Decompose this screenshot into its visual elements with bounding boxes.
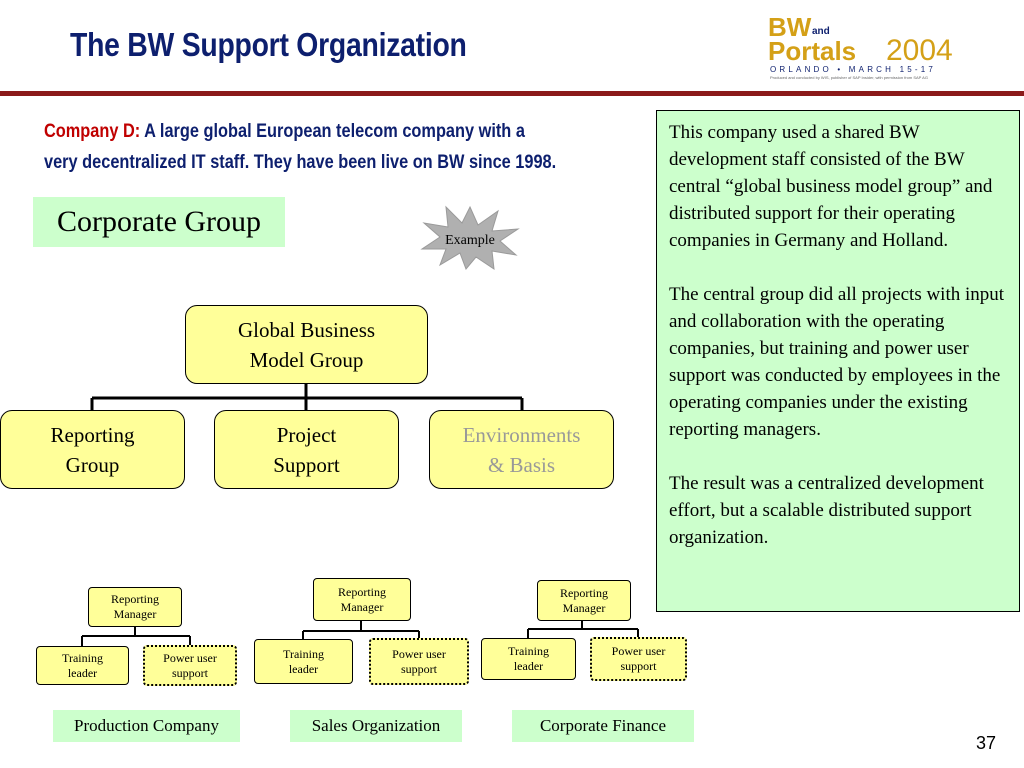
node-label-line2: support <box>620 659 657 673</box>
node-label-line2: Manager <box>562 600 606 615</box>
corporate-finance-label: Corporate Finance <box>512 710 694 742</box>
node-label-line1: Reporting <box>50 422 135 447</box>
node-label-line1: Power user <box>163 650 217 665</box>
info-paragraph: The central group did all projects with … <box>669 284 1005 440</box>
logo-and: and <box>812 26 830 37</box>
node-label-line2: & Basis <box>487 452 556 477</box>
node-label-line1: Training <box>62 650 103 665</box>
node-label-line1: Power user <box>611 644 666 658</box>
node-label-line1: Reporting <box>111 592 159 606</box>
info-paragraph: The result was a centralized development… <box>669 473 984 548</box>
node-label-line2: Support <box>273 452 340 477</box>
page-number: 37 <box>976 733 997 753</box>
node-label-line2: leader <box>288 661 319 676</box>
node-label-line2: support <box>401 661 437 676</box>
logo-tagline: ORLANDO • MARCH 15-17 <box>770 65 936 74</box>
sales-organization-label: Sales Organization <box>290 710 462 742</box>
info-paragraph: This company used a shared BW developmen… <box>669 122 993 251</box>
node-label-line2: support <box>172 665 208 680</box>
node-label-line1: Reporting <box>560 585 608 600</box>
node-label-line2: leader <box>67 665 98 680</box>
node-label-line1: Reporting <box>338 584 386 599</box>
corporate-group-label: Corporate Group <box>33 197 285 247</box>
node-label-line1: Training <box>283 646 324 661</box>
node-label-line1: Project <box>276 422 337 447</box>
title-divider <box>0 91 1024 96</box>
logo-credit: Produced and conducted by WIS, publisher… <box>770 75 928 80</box>
example-starburst-icon <box>420 205 520 271</box>
node-label-line2: leader <box>513 659 544 673</box>
node-label-line1: Training <box>508 644 549 658</box>
logo-year: 2004 <box>886 34 953 67</box>
node-label-line1: Global Business <box>237 317 376 342</box>
node-label-line2: Model Group <box>249 347 364 372</box>
example-badge-label: Example <box>445 233 495 248</box>
node-label-line2: Group <box>65 452 120 477</box>
node-label-line1: Power user <box>392 646 446 661</box>
description-text-box: This company used a shared BW developmen… <box>656 110 1020 612</box>
node-label-line2: Manager <box>113 607 157 621</box>
node-label-line1: Environments <box>462 422 581 447</box>
company-description: Company D: A large global European telec… <box>44 116 560 178</box>
production-company-label: Production Company <box>53 710 240 742</box>
slide-title: The BW Support Organization <box>70 26 467 63</box>
bw-portals-2004-logo: BW and Portals 2004 ORLANDO • MARCH 15-1… <box>768 14 953 80</box>
logo-line2: Portals <box>768 36 856 66</box>
environments-basis-node: Environments & Basis <box>429 410 614 489</box>
logo-line1: BW <box>768 14 812 42</box>
company-text: A large global European telecom company … <box>44 121 557 173</box>
node-label-line2: Manager <box>340 599 384 614</box>
company-lead: Company D: <box>44 121 141 142</box>
